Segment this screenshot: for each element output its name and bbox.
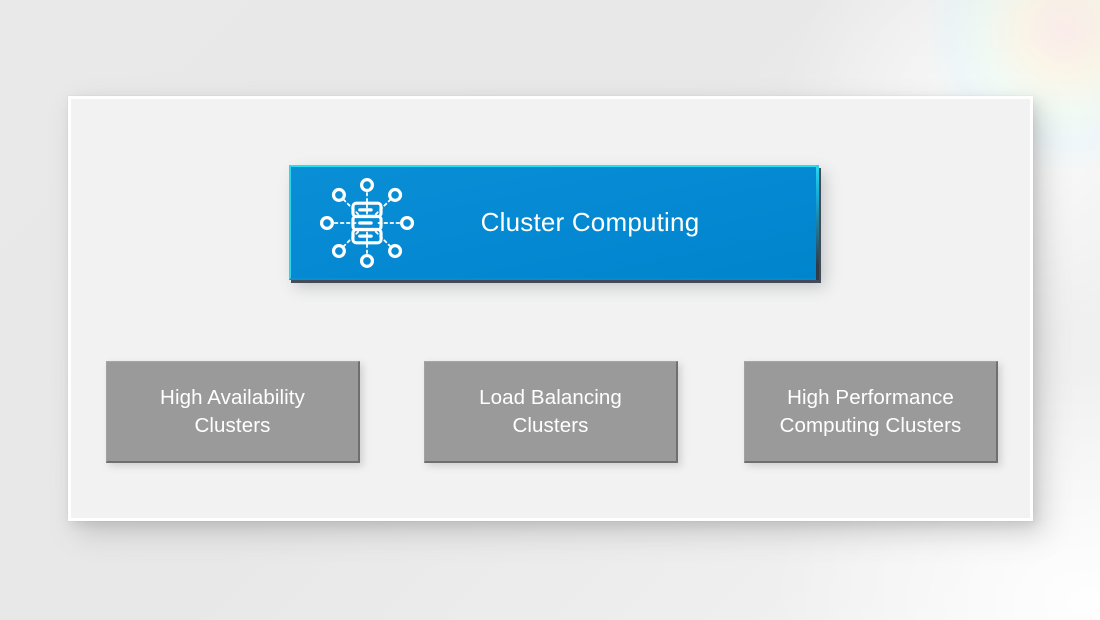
child-node-label-line2: Computing Clusters	[779, 413, 962, 437]
child-node-label-line1: Load Balancing	[479, 386, 622, 410]
child-node-load-balancing-clusters[interactable]: Load Balancing Clusters	[424, 361, 678, 463]
child-node-label: Load Balancing Clusters	[469, 384, 632, 439]
child-node-label: High Availability Clusters	[150, 384, 315, 439]
root-node-label: Cluster Computing	[480, 207, 700, 237]
hierarchy-diagram: Cluster Computing High Availability Clus…	[71, 99, 1030, 518]
child-node-high-availability-clusters[interactable]: High Availability Clusters	[106, 361, 360, 463]
slide-card: Cluster Computing High Availability Clus…	[68, 96, 1033, 521]
cluster-server-network-icon	[319, 177, 415, 268]
child-node-label-line1: High Availability	[160, 386, 305, 410]
root-node-cluster-computing[interactable]: Cluster Computing	[289, 165, 819, 280]
child-node-label: High Performance Computing Clusters	[770, 384, 972, 439]
child-node-label-line2: Clusters	[194, 413, 271, 437]
child-node-high-performance-computing-clusters[interactable]: High Performance Computing Clusters	[744, 361, 998, 463]
child-node-label-line2: Clusters	[512, 413, 589, 437]
child-node-label-line1: High Performance	[787, 386, 954, 410]
